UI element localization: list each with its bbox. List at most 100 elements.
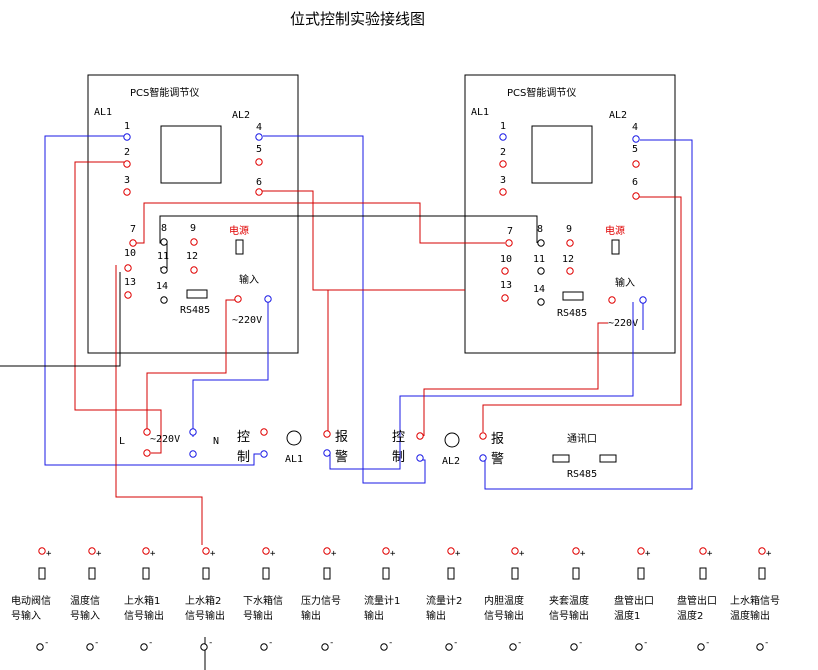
controller-1-ac220-label: ~220V: [232, 315, 262, 326]
signal-jack: [88, 567, 96, 580]
plus-terminal: [699, 547, 707, 555]
signal-label-line2: 输出: [364, 609, 384, 622]
signal-label-line2: 号输入: [11, 609, 41, 622]
plus-terminal: [511, 547, 519, 555]
terminal: [160, 296, 168, 304]
signal-label-line2: 温度1: [614, 609, 640, 622]
controller-2-rs485-label: RS485: [557, 308, 587, 319]
terminal: [123, 160, 131, 168]
terminal: [479, 432, 487, 440]
terminal: [416, 432, 424, 440]
minus-terminal: [380, 643, 388, 651]
plus-sign: +: [150, 549, 156, 559]
signal-jack: [758, 567, 766, 580]
panel-control-1-top: 控: [237, 430, 250, 445]
controller-2-t14-label: 14: [533, 284, 545, 295]
panel-alarm-1-top: 报: [335, 430, 348, 445]
plus-terminal: [572, 547, 580, 555]
controller-1-power-label: 电源: [229, 224, 249, 237]
signal-label-line2: 温度输出: [730, 609, 770, 622]
plus-sign: +: [331, 549, 337, 559]
wire-c2-t4-alarm: [484, 139, 693, 490]
wires: [0, 135, 693, 670]
plus-terminal: [202, 547, 210, 555]
signal-output-row: +电动阀信号输入-+温度信号输入-+上水箱1信号输出-+上水箱2信号输出-+下水…: [11, 547, 780, 651]
terminal: [537, 298, 545, 306]
wire-c1-t8-c2: [159, 215, 538, 244]
plus-sign: +: [580, 549, 586, 559]
comm-port-a: [552, 454, 570, 463]
controller-2-power-label: 电源: [605, 224, 625, 237]
wire-c1-t2-L: [74, 161, 162, 454]
controller-2-ac220-label: ~220V: [608, 318, 638, 329]
signal-jack: [202, 567, 210, 580]
controller-1-name: PCS智能调节仪: [130, 86, 199, 99]
terminal: [499, 188, 507, 196]
terminal: [632, 192, 640, 200]
terminal: [501, 294, 509, 302]
controller-2-t3-label: 3: [500, 175, 506, 186]
signal-label-line1: 下水箱信: [243, 594, 283, 607]
minus-terminal: [509, 643, 517, 651]
controller-1-display: [160, 125, 222, 184]
controller-1: PCS智能调节仪 AL1 AL2 1 2 3 4 5 6 7 8 9 10 11…: [87, 74, 299, 354]
signal-label-line1: 流量计1: [364, 594, 400, 607]
terminal: [160, 266, 168, 274]
controller-1-t3-label: 3: [124, 175, 130, 186]
controller-2-frame: [464, 74, 676, 354]
signal-label-line1: 盘管出口: [614, 594, 654, 607]
signal-jack: [382, 567, 390, 580]
signal-label-line1: 盘管出口: [677, 594, 717, 607]
terminal: [537, 267, 545, 275]
controller-1-input-label: 输入: [239, 273, 259, 286]
minus-terminal: [756, 643, 764, 651]
controller-2-power-switch: [611, 239, 620, 255]
panel-ac220-label: ~220V: [150, 434, 180, 445]
terminal: [260, 450, 268, 458]
controller-1-al1-label: AL1: [94, 107, 112, 118]
plus-sign: +: [645, 549, 651, 559]
signal-label-line1: 压力信号: [301, 594, 341, 607]
al2-indicator: [444, 432, 460, 448]
controller-1-t12-label: 12: [186, 251, 198, 262]
terminal: [160, 238, 168, 246]
minus-terminal: [140, 643, 148, 651]
terminal: [234, 295, 242, 303]
minus-sign: -: [764, 638, 769, 648]
controller-1-power-switch: [235, 239, 244, 255]
terminal: [260, 428, 268, 436]
signal-jack: [447, 567, 455, 580]
wire-c2-t6-alarm: [482, 196, 682, 432]
panel-control-1-bottom: 制: [237, 450, 250, 465]
controller-2-al1-label: AL1: [471, 107, 489, 118]
panel-comm-label: 通讯口: [567, 433, 597, 445]
minus-terminal: [445, 643, 453, 651]
controller-1-t8-label: 8: [161, 223, 167, 234]
panel-control-2-bottom: 制: [392, 450, 405, 465]
terminal: [499, 160, 507, 168]
wire-c2-input: [423, 322, 608, 436]
plus-terminal: [262, 547, 270, 555]
controller-1-t11-label: 11: [157, 251, 169, 262]
controller-1-t13-label: 13: [124, 277, 136, 288]
terminal: [416, 454, 424, 462]
signal-jack: [323, 567, 331, 580]
terminal: [123, 188, 131, 196]
controller-2-t1-label: 1: [500, 121, 506, 132]
signal-jack: [511, 567, 519, 580]
terminal: [566, 267, 574, 275]
terminal: [632, 135, 640, 143]
controller-1-t4-label: 4: [256, 122, 262, 133]
terminal: [143, 449, 151, 457]
terminal: [479, 454, 487, 462]
minus-terminal: [570, 643, 578, 651]
